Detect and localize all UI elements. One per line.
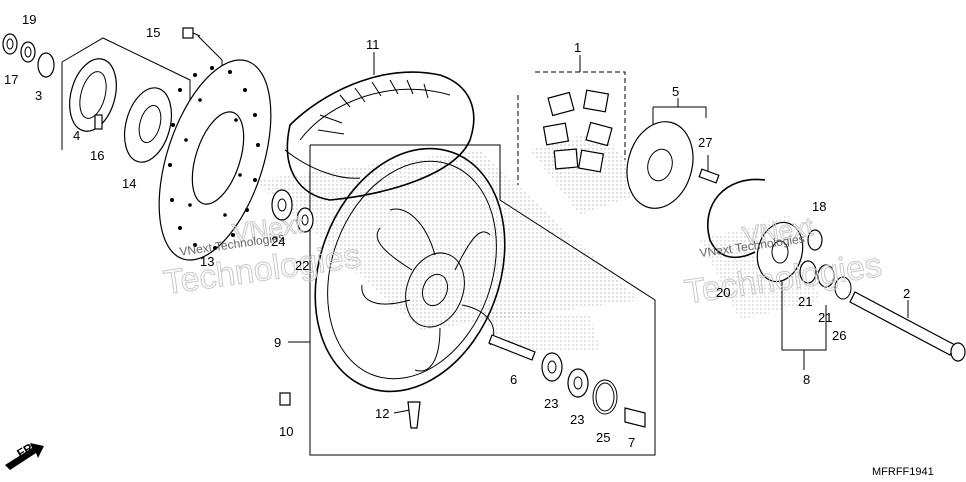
callout-23-right: 23 — [570, 412, 584, 427]
diagram-code: MFRFF1941 — [872, 466, 934, 478]
callout-24: 24 — [271, 234, 285, 249]
callout-7: 7 — [628, 435, 635, 450]
callout-8: 8 — [803, 372, 810, 387]
axle-side-parts — [279, 334, 646, 429]
driven-flange — [626, 121, 720, 209]
callout-18: 18 — [812, 199, 826, 214]
callout-22: 22 — [295, 258, 309, 273]
rear-tire — [284, 71, 475, 201]
callout-1: 1 — [574, 40, 581, 55]
callout-9: 9 — [274, 335, 281, 350]
callout-labels: 19 17 3 4 16 14 15 11 1 5 27 18 2 20 21 … — [4, 12, 910, 450]
circlip — [707, 178, 766, 259]
callout-21-right: 21 — [818, 310, 832, 325]
callout-21-left: 21 — [798, 294, 812, 309]
callout-12: 12 — [375, 406, 389, 421]
damper-rubbers — [542, 89, 613, 173]
callout-3: 3 — [35, 88, 42, 103]
brake-disc — [158, 59, 272, 261]
callout-25: 25 — [596, 430, 610, 445]
bracket-lines — [61, 35, 909, 456]
callout-15: 15 — [146, 25, 160, 40]
callout-17: 17 — [4, 72, 18, 87]
callout-27: 27 — [698, 135, 712, 150]
callout-19: 19 — [22, 12, 36, 27]
callout-5: 5 — [672, 84, 679, 99]
rear-axle — [849, 291, 966, 362]
callout-14: 14 — [122, 176, 136, 191]
callout-13: 13 — [200, 254, 214, 269]
callout-10: 10 — [279, 424, 293, 439]
wheel-rim — [314, 147, 506, 393]
callout-6: 6 — [510, 372, 517, 387]
callout-4: 4 — [73, 128, 80, 143]
left-hub-parts — [2, 27, 314, 233]
front-direction-arrow — [5, 443, 44, 470]
callout-11: 11 — [366, 37, 380, 52]
sprocket-hub — [756, 221, 852, 300]
callout-23-left: 23 — [544, 396, 558, 411]
callout-16: 16 — [90, 148, 104, 163]
callout-26: 26 — [832, 328, 846, 343]
callout-20: 20 — [716, 285, 730, 300]
callout-2: 2 — [903, 286, 910, 301]
